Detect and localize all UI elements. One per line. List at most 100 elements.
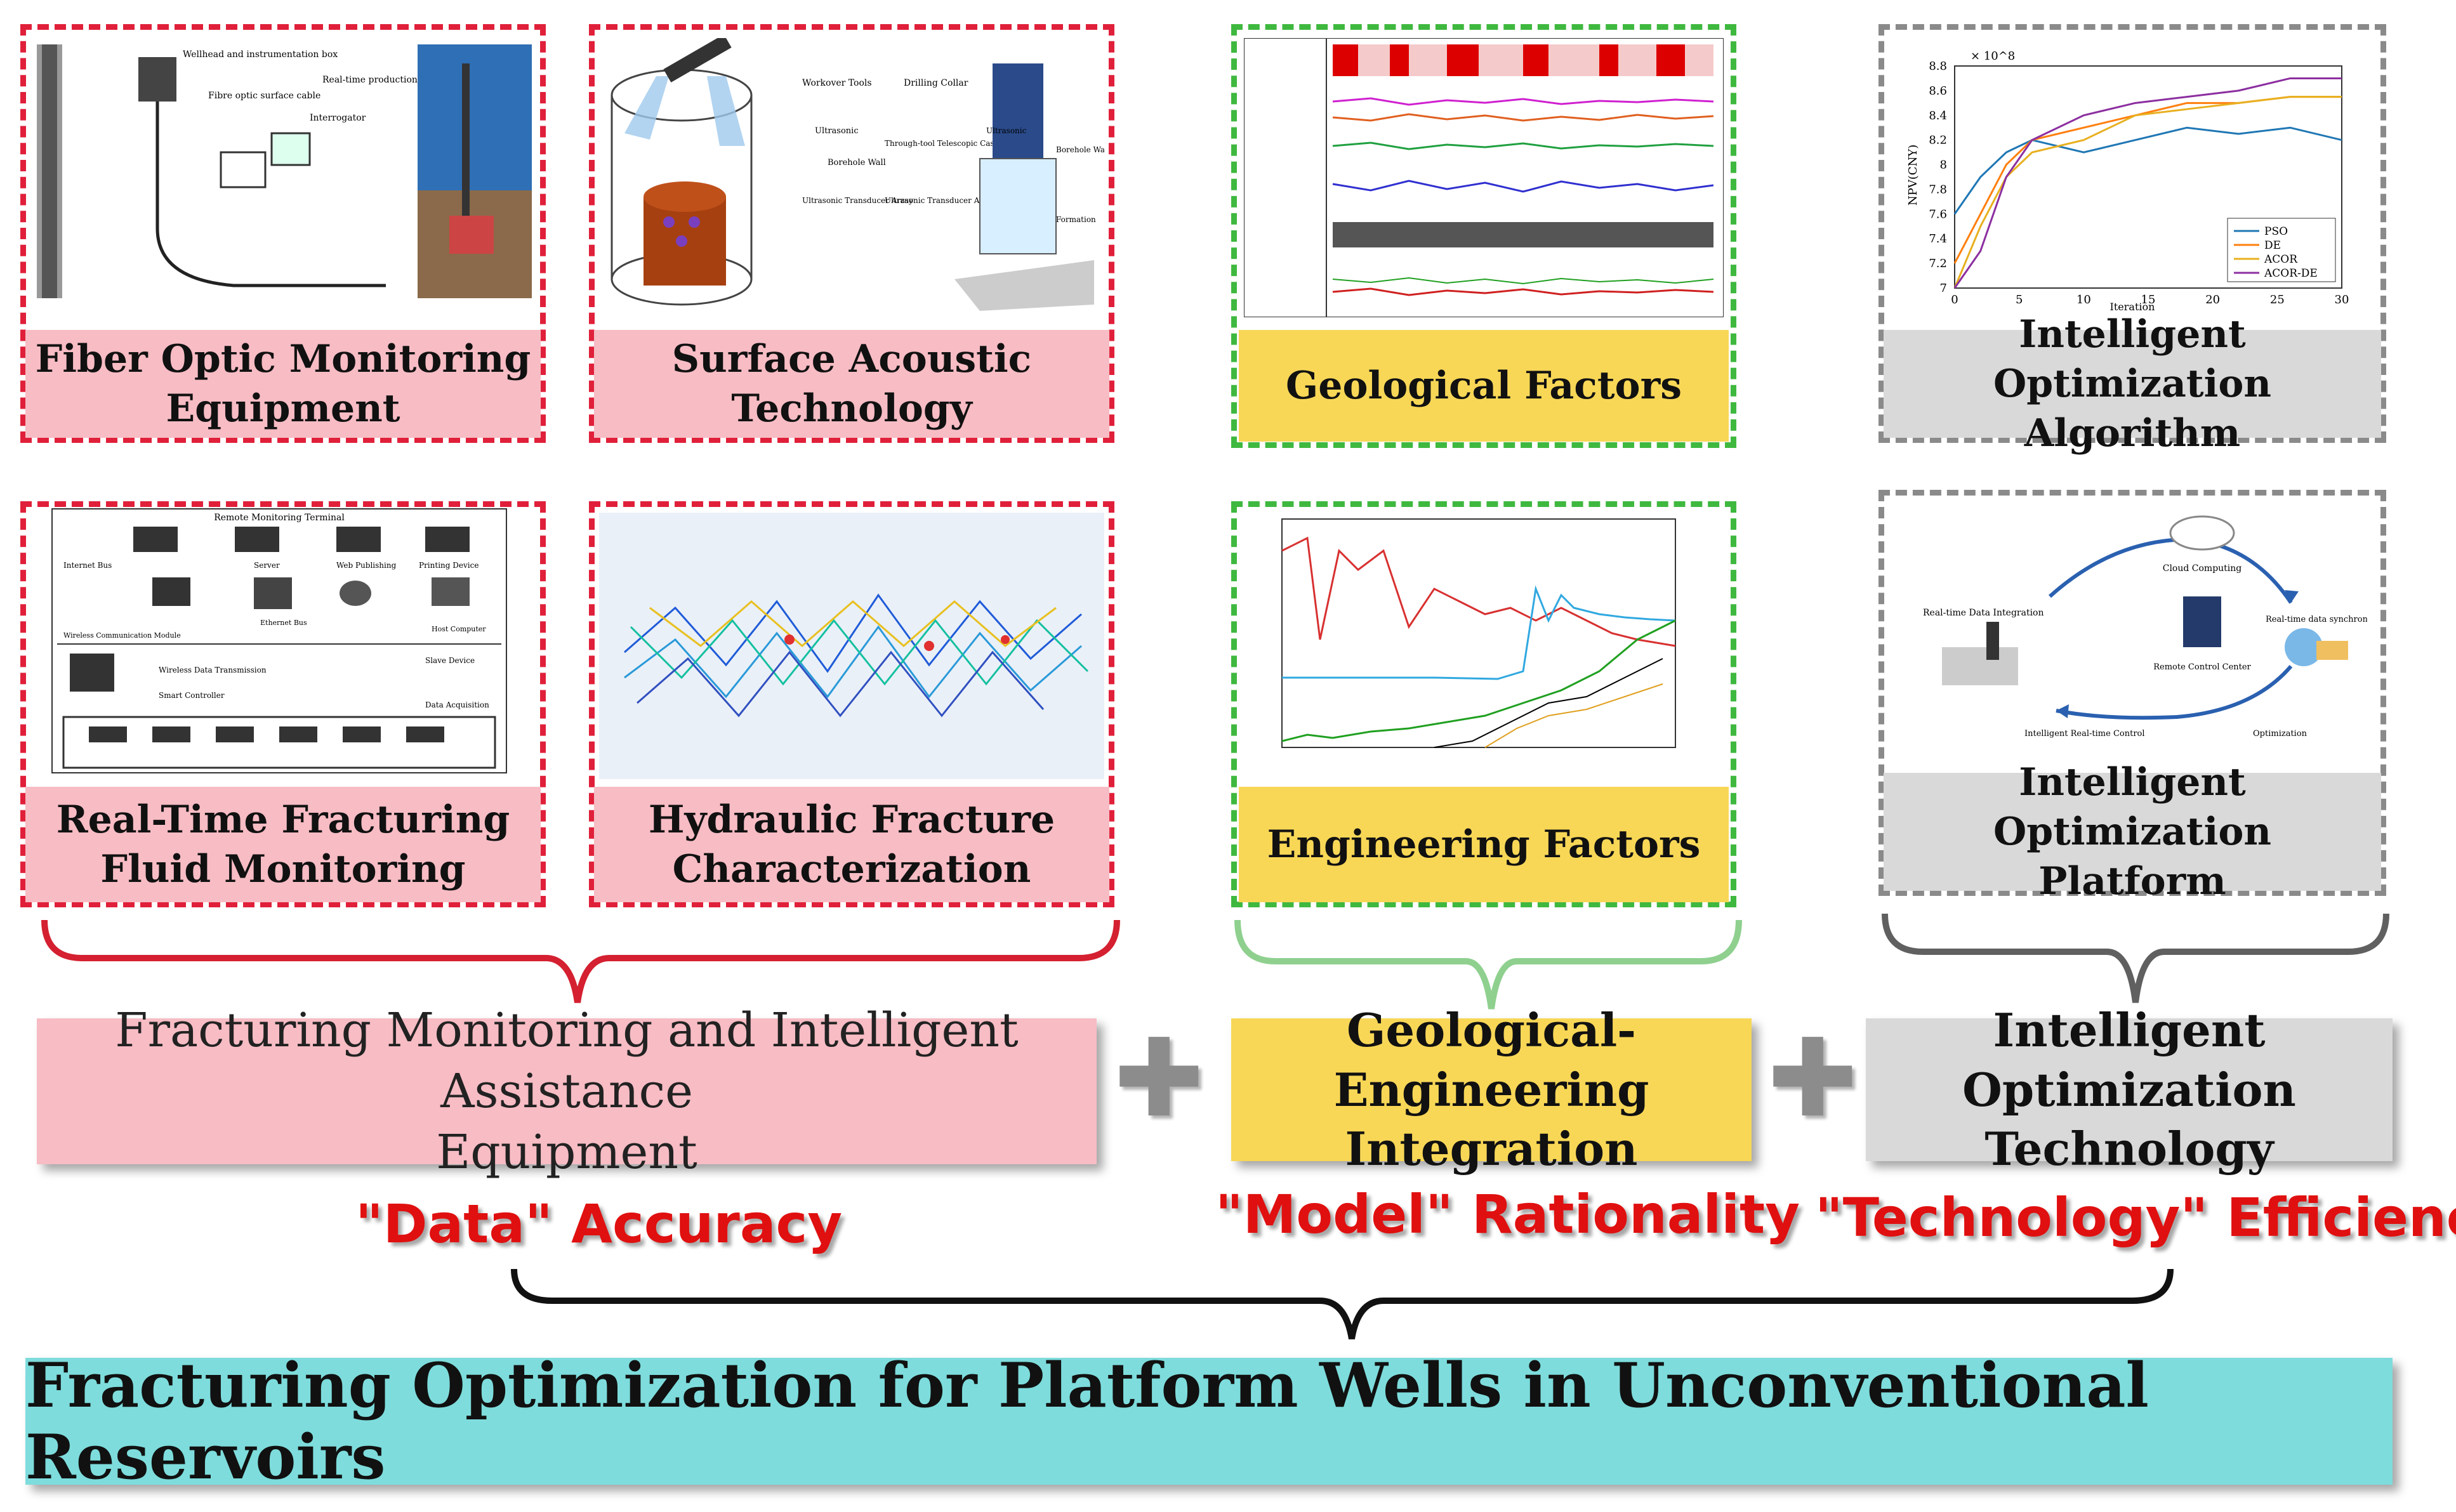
x-tick-label: 0 (1951, 293, 1958, 306)
acoustic-label-4: Ultrasonic Transducer Array (802, 196, 913, 205)
plus-icon-1: ✚ (1114, 1016, 1205, 1141)
surface-acoustic-illustration: Workover Tools Drilling Collar Ultrasoni… (599, 38, 1104, 311)
x-tick-label: 5 (2016, 293, 2023, 306)
quote-data-accuracy: "Data" Accuracy (355, 1193, 843, 1255)
fiber-label-2: Interrogator (310, 113, 366, 123)
panel-hydraulic-fracture (589, 501, 1114, 907)
fiber-optic-illustration: Wellhead and instrumentation box Fibre o… (30, 38, 536, 305)
quote-model-rationality: "Model" Rationality (1215, 1183, 1800, 1246)
panel-surface-acoustic (589, 24, 1114, 443)
quote-technology-efficiency: "Technology" Efficiency (1815, 1187, 2456, 1249)
panel-geological (1231, 24, 1736, 448)
chart-exponent: × 10^8 (1971, 49, 2015, 63)
y-tick-label: 8.2 (1929, 134, 1947, 147)
summary-integration: Geological-Engineering Integration (1231, 1003, 1752, 1176)
fluid-label-8: Wireless Data Transmission (159, 666, 267, 674)
chart-xlabel: Iteration (2110, 301, 2155, 313)
final-title-text: Fracturing Optimization for Platform Wel… (25, 1350, 2149, 1493)
fluid-label-4: Printing Device (419, 561, 479, 570)
label-algorithm: Intelligent Optimization Algorithm (1884, 312, 2381, 456)
label-geological: Geological Factors (1239, 330, 1729, 442)
y-tick-label: 8.6 (1929, 84, 1947, 98)
brace-gray (1882, 913, 2389, 1003)
legend-label: ACOR-DE (2264, 267, 2318, 280)
label-surface-acoustic: Surface Acoustic Technology (594, 330, 1109, 438)
npv-iteration-chart: × 10^8 NPV(CNY) Iteration 7 7.2 7.4 7.6 7.8 8… (1898, 41, 2367, 315)
label-engineering: Engineering Factors (1239, 787, 1729, 902)
platform-label-1: Real-time Data Integration (1923, 608, 2044, 618)
y-tick-label: 7 (1940, 282, 1947, 295)
y-tick-label: 8.4 (1929, 109, 1947, 122)
fiber-label-0: Wellhead and instrumentation box (183, 49, 338, 60)
series-line-3 (1953, 77, 2342, 289)
x-tick-label: 20 (2205, 293, 2220, 306)
series-line-2 (1953, 96, 2342, 289)
fluid-label-9: Smart Controller (159, 691, 225, 700)
y-tick-label: 8.8 (1929, 60, 1947, 73)
chart-frame (1954, 65, 2342, 289)
final-title-banner: Fracturing Optimization for Platform Wel… (25, 1350, 2393, 1493)
label-fiber-optic: Fiber Optic Monitoring Equipment (25, 330, 541, 438)
label-realtime-fluid: Real-Time Fracturing Fluid Monitoring (25, 787, 541, 902)
acoustic-label-7: Ultrasonic (986, 126, 1027, 135)
fluid-label-11: Data Acquisition (425, 700, 489, 709)
acoustic-label-6: Ultrasonic Transducer Array (885, 196, 996, 205)
panel-fiber-optic (20, 24, 546, 443)
fluid-label-3: Web Publishing (336, 561, 397, 570)
x-tick-label: 25 (2270, 293, 2285, 306)
acoustic-label-3: Borehole Wall (828, 158, 886, 168)
panel-realtime-fluid (20, 501, 546, 907)
x-tick-label: 15 (2141, 293, 2156, 306)
platform-label-3: Remote Control Center (2153, 662, 2251, 672)
panel-algorithm (1878, 24, 2386, 443)
x-tick-label: 10 (2076, 293, 2091, 306)
y-tick-label: 7.2 (1929, 257, 1947, 270)
series-line-0 (1953, 126, 2342, 215)
legend-label: DE (2264, 239, 2281, 252)
hydraulic-fracture-map (599, 513, 1104, 779)
fluid-label-7: Host Computer (432, 625, 486, 633)
brace-black (511, 1268, 2174, 1339)
acoustic-label-0: Workover Tools (802, 78, 872, 88)
label-platform: Intelligent Optimization Platform (1884, 760, 2381, 904)
platform-workflow-diagram: Cloud Computing Real-time Data Integrati… (1898, 501, 2367, 755)
engineering-curve-chart (1244, 513, 1724, 766)
acoustic-label-8: Borehole Wall (1056, 145, 1104, 154)
summary-equipment: Fracturing Monitoring and Intelligent As… (37, 1003, 1097, 1180)
fiber-label-3: Real-time production data (322, 75, 440, 85)
summary-technology: Intelligent Optimization Technology (1866, 1003, 2393, 1176)
legend-label: PSO (2264, 225, 2288, 238)
plus-icon-2: ✚ (1767, 1016, 1858, 1141)
acoustic-label-9: Formation (1056, 215, 1096, 224)
brace-green (1234, 919, 1742, 1009)
acoustic-label-2: Ultrasonic (815, 126, 859, 136)
y-tick-label: 7.6 (1929, 207, 1947, 221)
y-tick-label: 7.4 (1929, 232, 1947, 246)
label-hydraulic-fracture: Hydraulic Fracture Characterization (594, 787, 1109, 902)
fluid-label-5: Wireless Communication Module (63, 631, 181, 640)
geological-log-chart (1244, 38, 1724, 317)
acoustic-label-1: Drilling Collar (904, 78, 968, 88)
platform-label-0: Cloud Computing (2163, 563, 2242, 574)
platform-label-5: Optimization (2253, 729, 2307, 739)
platform-label-2: Real-time data synchronization (2266, 615, 2367, 624)
fluid-label-0: Remote Monitoring Terminal (214, 513, 345, 523)
fluid-label-2: Server (254, 561, 280, 570)
chart-ylabel: NPV(CNY) (1906, 145, 1920, 206)
x-tick-label: 30 (2335, 293, 2349, 306)
realtime-fluid-network-diagram: Remote Monitoring Terminal Internet Bus … (51, 508, 508, 774)
panel-platform (1878, 490, 2386, 896)
legend-box (2227, 218, 2336, 282)
panel-engineering (1231, 501, 1736, 907)
fluid-label-1: Internet Bus (63, 561, 112, 570)
fiber-label-1: Fibre optic surface cable (208, 91, 320, 101)
acoustic-label-5: Through-tool Telescopic Casing (885, 139, 1007, 148)
fluid-label-10: Slave Device (425, 656, 475, 665)
brace-red (41, 919, 1120, 1003)
fluid-label-6: Ethernet Bus (260, 619, 307, 627)
y-tick-label: 8 (1940, 159, 1947, 172)
legend-label: ACOR (2264, 253, 2298, 266)
y-tick-label: 7.8 (1929, 183, 1947, 196)
platform-label-4: Intelligent Real-time Control (2024, 729, 2145, 739)
